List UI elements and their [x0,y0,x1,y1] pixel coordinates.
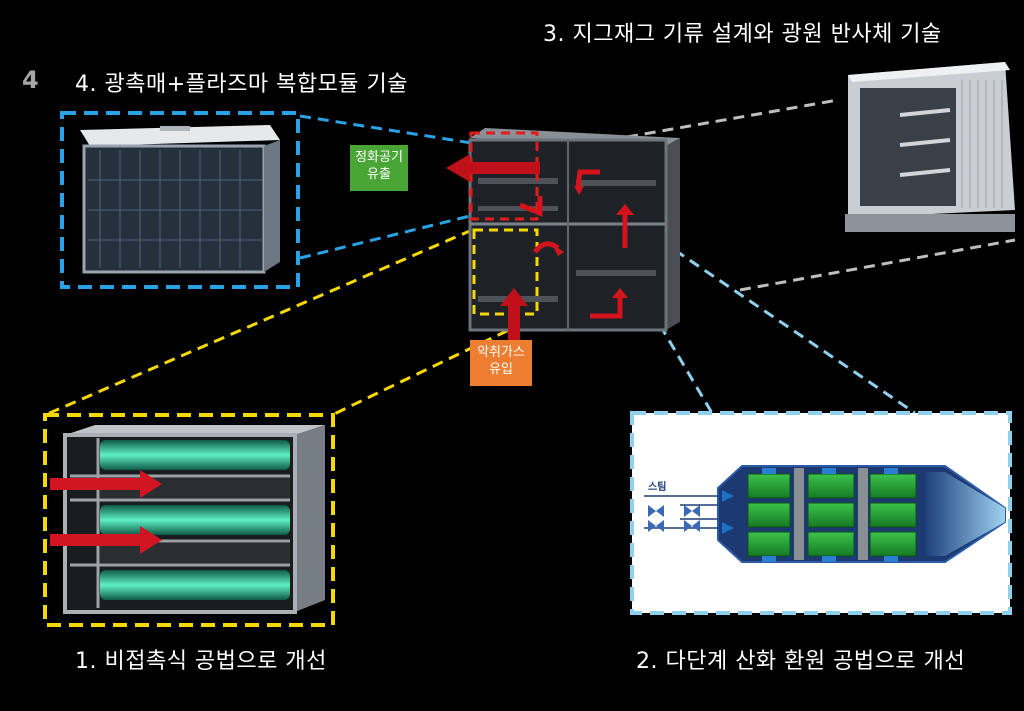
multistage-redox-module: 스팀 [630,411,1012,615]
outlet-tag: 정화공기 유출 [350,145,408,191]
connector-line-gray-top [626,98,839,139]
photocatalyst-plasma-module [60,111,300,289]
caption-photocatalyst-plasma: 4. 광촉매+플라즈마 복합모듈 기술 [75,72,409,97]
outlet-tag-line2: 유출 [367,167,391,182]
caption-non-contact: 1. 비접촉식 공법으로 개선 [75,649,327,674]
connector-line-blue-top [299,114,479,146]
steam-valve-icons [648,505,700,532]
outlet-arrow [446,154,540,182]
caption-zigzag-airflow: 3. 지그재그 기류 설계와 광원 반사체 기술 [543,22,942,47]
connector-line-lightblue-top [659,238,916,415]
non-contact-module [43,413,335,627]
connector-line-yellow-right [331,313,541,417]
connector-line-lightblue-bottom [658,324,714,414]
inlet-tag-line2: 유입 [489,362,513,377]
central-housing [446,128,680,342]
inlet-chamber-highlight [472,228,539,316]
caption-multistage-redox: 2. 다단계 산화 환원 공법으로 개선 [636,649,966,674]
connector-line-gray-bottom [739,238,1016,292]
outlet-tag-line1: 정화공기 [355,150,403,165]
steam-label: 스팀 [648,481,666,493]
connector-line-yellow-left [44,228,473,417]
outlet-chamber-highlight [469,131,539,221]
zigzag-cabinet-module [845,62,1015,232]
inlet-tag-line1: 악취가스 [477,345,525,360]
steam-inflow-arrows [722,490,734,534]
connector-line-blue-bottom [299,212,479,260]
inlet-arrow [500,288,528,342]
page-number: 4 [22,66,39,94]
connector-lines [44,98,1016,417]
inlet-tag: 악취가스 유입 [470,340,532,386]
